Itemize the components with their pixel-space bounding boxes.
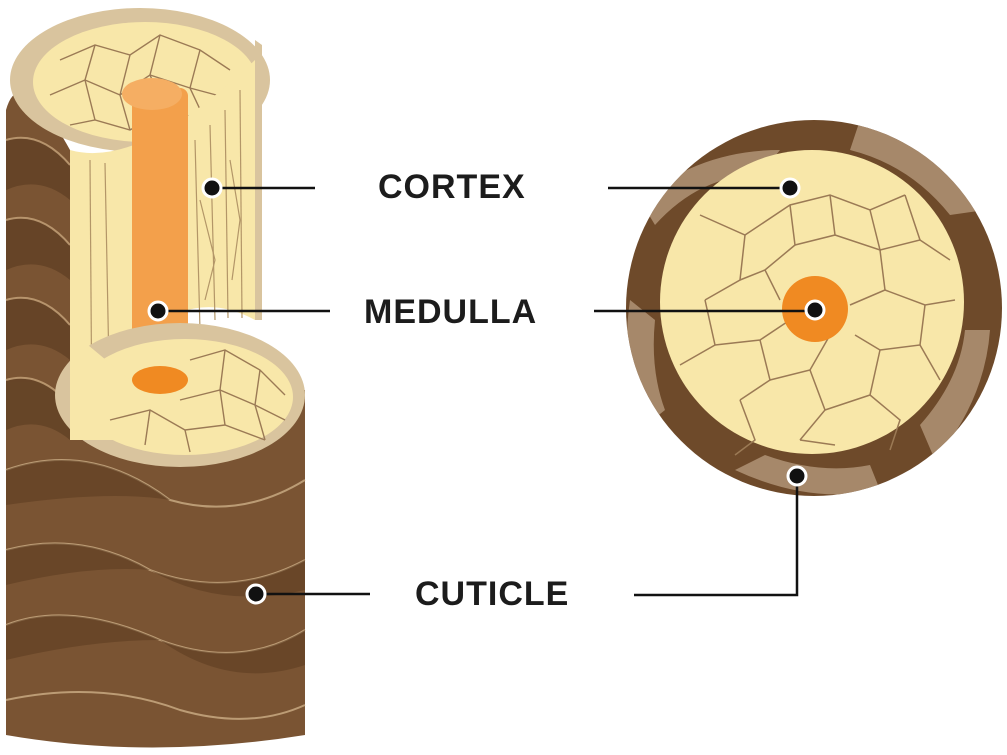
pointer-lines xyxy=(158,186,815,597)
medulla-base xyxy=(132,366,188,394)
medulla-pointer-dot-right xyxy=(804,299,826,321)
cuticle-scale-lines-upper xyxy=(5,136,71,406)
cortex-fibers xyxy=(89,89,243,431)
cortex-cells xyxy=(679,194,956,456)
cortex-pointer-dot-left xyxy=(201,177,223,199)
cuticle-label: CUTICLE xyxy=(415,575,570,613)
cortex-pointer-dot-right xyxy=(779,177,801,199)
cuticle-pointer-dot-right xyxy=(786,465,808,487)
cuticle-scales-upper xyxy=(6,137,70,440)
cuticle-pointer-dot-left xyxy=(245,583,267,605)
hair-shaft-cutaway xyxy=(5,8,306,748)
cortex-vertical-face-edge xyxy=(255,40,262,320)
top-cross-section-cells xyxy=(49,34,236,131)
cortex-label: CORTEX xyxy=(378,168,526,206)
medulla-column xyxy=(132,88,188,388)
medulla-label: MEDULLA xyxy=(364,293,538,331)
pointer-dots xyxy=(147,177,826,605)
medulla-pointer-dot-left xyxy=(147,300,169,322)
cuticle-shading-lower xyxy=(6,460,305,674)
lower-cross-section-cover xyxy=(70,330,180,440)
medulla-top xyxy=(122,78,182,110)
lower-cross-section-cells xyxy=(109,349,286,453)
